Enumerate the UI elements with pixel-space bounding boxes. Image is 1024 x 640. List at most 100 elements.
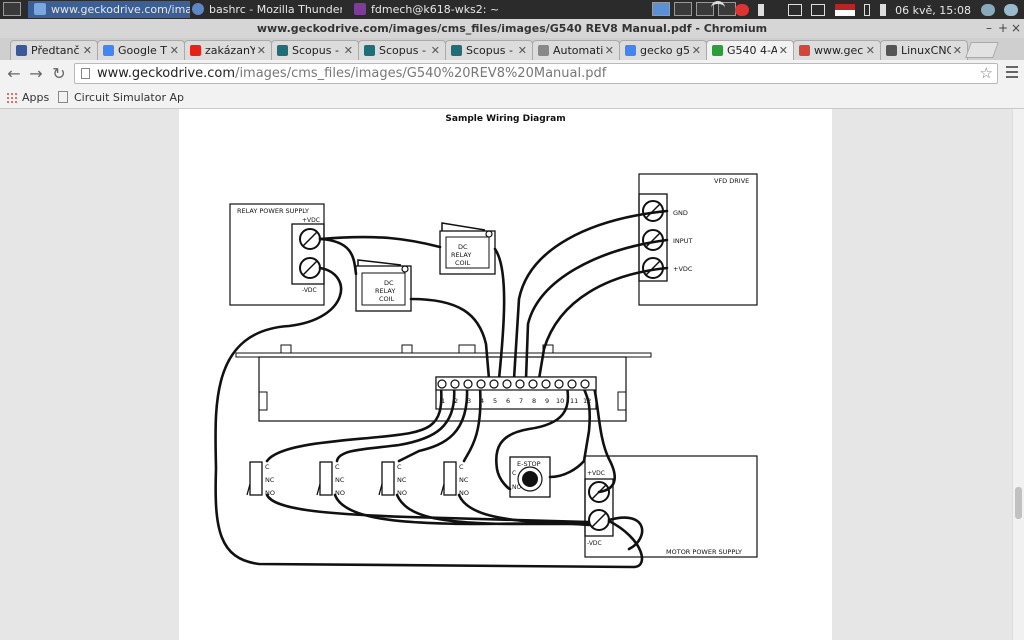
workspace-1-button[interactable] [652, 2, 670, 16]
maximize-button[interactable]: + [998, 21, 1009, 35]
terminal-screw-icon [528, 379, 538, 389]
bookmark-label: Apps [22, 91, 50, 104]
terminal-number: 3 [467, 397, 471, 405]
bookmark-label: Circuit Simulator Ap [74, 91, 184, 104]
browser-tab[interactable]: www.gec✕ [793, 40, 881, 60]
terminal-screw-icon [541, 379, 551, 389]
wiring-diagram: RELAY POWER SUPPLY +VDC -VDC VFD DRIVE [214, 173, 758, 569]
tab-close-icon[interactable]: ✕ [82, 44, 92, 57]
tab-label: Předtanč [31, 44, 80, 57]
address-bar[interactable]: www.geckodrive.com/images/cms_files/imag… [74, 63, 998, 84]
page-icon [58, 91, 68, 103]
browser-tab[interactable]: Scopus -✕ [271, 40, 359, 60]
tab-favicon-icon [538, 45, 549, 56]
us-flag-icon[interactable] [834, 4, 855, 16]
tab-strip: Předtanč✕ Google T✕ zakázanY✕ Scopus -✕ … [0, 38, 1024, 60]
browser-tab[interactable]: LinuxCNC✕ [880, 40, 968, 60]
tab-favicon-icon [799, 45, 810, 56]
tab-close-icon[interactable]: ✕ [169, 44, 179, 57]
hamburger-menu-icon[interactable] [1006, 66, 1018, 78]
battery-icon[interactable] [879, 4, 886, 16]
terminal-screw-icon [554, 379, 564, 389]
menu-launcher-icon[interactable] [3, 2, 21, 16]
tab-label: Automati [553, 44, 603, 57]
taskbar-item-terminal[interactable]: fdmech@k618-wks2: ~ [354, 1, 504, 18]
workspace-2-button[interactable] [674, 2, 692, 16]
new-tab-button[interactable] [965, 42, 999, 58]
tab-favicon-icon [103, 45, 114, 56]
browser-tab[interactable]: Scopus -✕ [358, 40, 446, 60]
minimize-button[interactable]: – [986, 21, 992, 35]
taskbar-item-thunderbird[interactable]: bashrc - Mozilla Thunderbird [192, 1, 342, 18]
bookmark-star-icon[interactable]: ☆ [979, 64, 993, 82]
browser-tab[interactable]: gecko g5✕ [619, 40, 707, 60]
terminal-number: 2 [454, 397, 458, 405]
tab-close-icon[interactable]: ✕ [517, 44, 527, 57]
browser-tab[interactable]: Scopus -✕ [445, 40, 533, 60]
close-window-button[interactable]: × [1011, 21, 1022, 35]
bluetooth-icon[interactable] [864, 4, 871, 16]
relay-coil-text: COIL [455, 259, 471, 267]
motor-supply-neg: -VDC [587, 540, 602, 547]
tab-close-icon[interactable]: ✕ [865, 44, 875, 57]
pdf-viewer[interactable]: Sample Wiring Diagram RELAY POWER SUPPLY… [0, 109, 1012, 640]
browser-tab[interactable]: zakázanY✕ [184, 40, 272, 60]
terminal-icon [354, 3, 366, 15]
tab-favicon-icon [190, 45, 201, 56]
tab-label: G540 4-A [727, 44, 777, 57]
relay-coil-upper: DC RELAY COIL [439, 222, 496, 275]
tab-favicon-icon [451, 45, 462, 56]
limit-switches [246, 461, 457, 496]
back-arrow-icon[interactable]: ← [7, 64, 21, 83]
mail-icon[interactable] [787, 4, 802, 16]
taskbar-item-chromium[interactable]: www.geckodrive.com/ima... [28, 1, 190, 18]
forward-arrow-icon[interactable]: → [29, 64, 43, 83]
terminal-number: 1 [441, 397, 445, 405]
power-icon[interactable] [1004, 4, 1018, 16]
switch-term-nc: NC [335, 476, 345, 484]
window-titlebar[interactable]: www.geckodrive.com/images/cms_files/imag… [0, 19, 1024, 39]
pdf-page[interactable]: Sample Wiring Diagram RELAY POWER SUPPLY… [179, 109, 832, 640]
switch-term-labels: C NC NO C NC NO C NC NO C NC NO [265, 463, 469, 497]
volume-icon[interactable] [758, 4, 778, 16]
tab-close-icon[interactable]: ✕ [952, 44, 962, 57]
switch-term-nc: NC [397, 476, 407, 484]
bookmark-apps[interactable]: Apps [6, 90, 49, 106]
no-entry-icon[interactable] [734, 4, 749, 16]
terminal-screw-icon [567, 379, 577, 389]
relay-coil-lower: DC RELAY COIL [355, 259, 412, 312]
viewer-background [0, 109, 179, 640]
user-icon[interactable] [980, 4, 995, 16]
terminal-screw-icon [588, 481, 610, 503]
taskbar-item-label: www.geckodrive.com/ima... [51, 3, 190, 16]
vfd-label: VFD DRIVE [714, 177, 749, 185]
browser-tab[interactable]: Předtanč✕ [10, 40, 98, 60]
wifi-icon[interactable] [711, 1, 726, 16]
address-url[interactable]: www.geckodrive.com/images/cms_files/imag… [97, 66, 606, 81]
browser-tab[interactable]: Automati✕ [532, 40, 620, 60]
tab-close-icon[interactable]: ✕ [343, 44, 353, 57]
browser-toolbar: ← → ↻ www.geckodrive.com/images/cms_file… [0, 60, 1024, 88]
tab-close-icon[interactable]: ✕ [604, 44, 614, 57]
tab-close-icon[interactable]: ✕ [430, 44, 440, 57]
vertical-scrollbar[interactable] [1012, 109, 1024, 640]
relay-coil-text: DC [384, 279, 394, 287]
switch-term-c: C [397, 463, 402, 471]
clock[interactable]: 06 kvě, 15:08 [895, 4, 971, 17]
browser-tab[interactable]: Google T✕ [97, 40, 185, 60]
display-icon[interactable] [811, 4, 826, 16]
terminal-screw-icon [463, 379, 473, 389]
tab-favicon-icon [625, 45, 636, 56]
tab-favicon-icon [886, 45, 897, 56]
tab-close-icon[interactable]: ✕ [691, 44, 701, 57]
tab-label: zakázanY [205, 44, 255, 57]
motor-supply-pos: +VDC [587, 470, 605, 477]
relay-supply-pos: +VDC [302, 217, 320, 224]
scrollbar-thumb[interactable] [1015, 487, 1022, 519]
browser-tab-active[interactable]: G540 4-A✕ [706, 40, 794, 60]
bookmark-circuit-simulator[interactable]: Circuit Simulator Ap [58, 90, 184, 106]
reload-icon[interactable]: ↻ [52, 64, 66, 83]
switch-term-no: NO [265, 489, 275, 497]
tab-close-icon[interactable]: ✕ [256, 44, 266, 57]
tab-close-icon[interactable]: ✕ [778, 44, 788, 57]
